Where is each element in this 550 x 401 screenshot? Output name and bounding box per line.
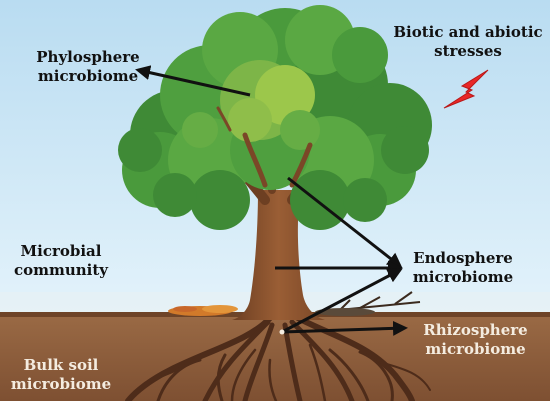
endosphere-line1: Endosphere bbox=[413, 249, 513, 267]
canopy bbox=[118, 5, 432, 230]
rhizosphere-line1: Rhizosphere bbox=[423, 321, 528, 339]
trunk bbox=[232, 190, 325, 320]
phylosphere-line2: microbiome bbox=[37, 67, 139, 85]
bulk-soil-line2: microbiome bbox=[10, 375, 112, 393]
bulk-soil-line1: Bulk soil bbox=[23, 356, 99, 374]
rhizosphere-line2: microbiome bbox=[425, 340, 526, 358]
arrow-endosphere-root bbox=[281, 268, 403, 334]
microbial-community-label: Microbial community bbox=[2, 242, 120, 280]
lightning-icon bbox=[443, 69, 489, 109]
phylosphere-label: Phylosphere microbiome bbox=[18, 48, 158, 86]
stresses-label: Biotic and abiotic stresses bbox=[388, 23, 548, 61]
root-point bbox=[279, 329, 285, 335]
stresses-line1: Biotic and abiotic bbox=[393, 23, 543, 41]
leaf-litter bbox=[168, 305, 238, 316]
endosphere-line2: microbiome bbox=[412, 268, 514, 286]
phylosphere-line1: Phylosphere bbox=[36, 48, 140, 66]
roots bbox=[125, 315, 431, 401]
bulk-soil-label: Bulk soil microbiome bbox=[2, 356, 120, 394]
fallen-branch bbox=[315, 291, 421, 316]
microbial-community-line2: community bbox=[13, 261, 109, 279]
arrow-phylosphere bbox=[135, 65, 251, 97]
arrow-endosphere-canopy bbox=[287, 176, 403, 268]
microbial-community-line1: Microbial bbox=[20, 242, 102, 260]
endosphere-label: Endosphere microbiome bbox=[398, 249, 528, 287]
stresses-line2: stresses bbox=[434, 42, 502, 60]
arrow-rhizosphere bbox=[281, 320, 408, 336]
arrows bbox=[135, 65, 408, 336]
rhizosphere-label: Rhizosphere microbiome bbox=[408, 321, 543, 359]
soil bbox=[0, 314, 550, 401]
